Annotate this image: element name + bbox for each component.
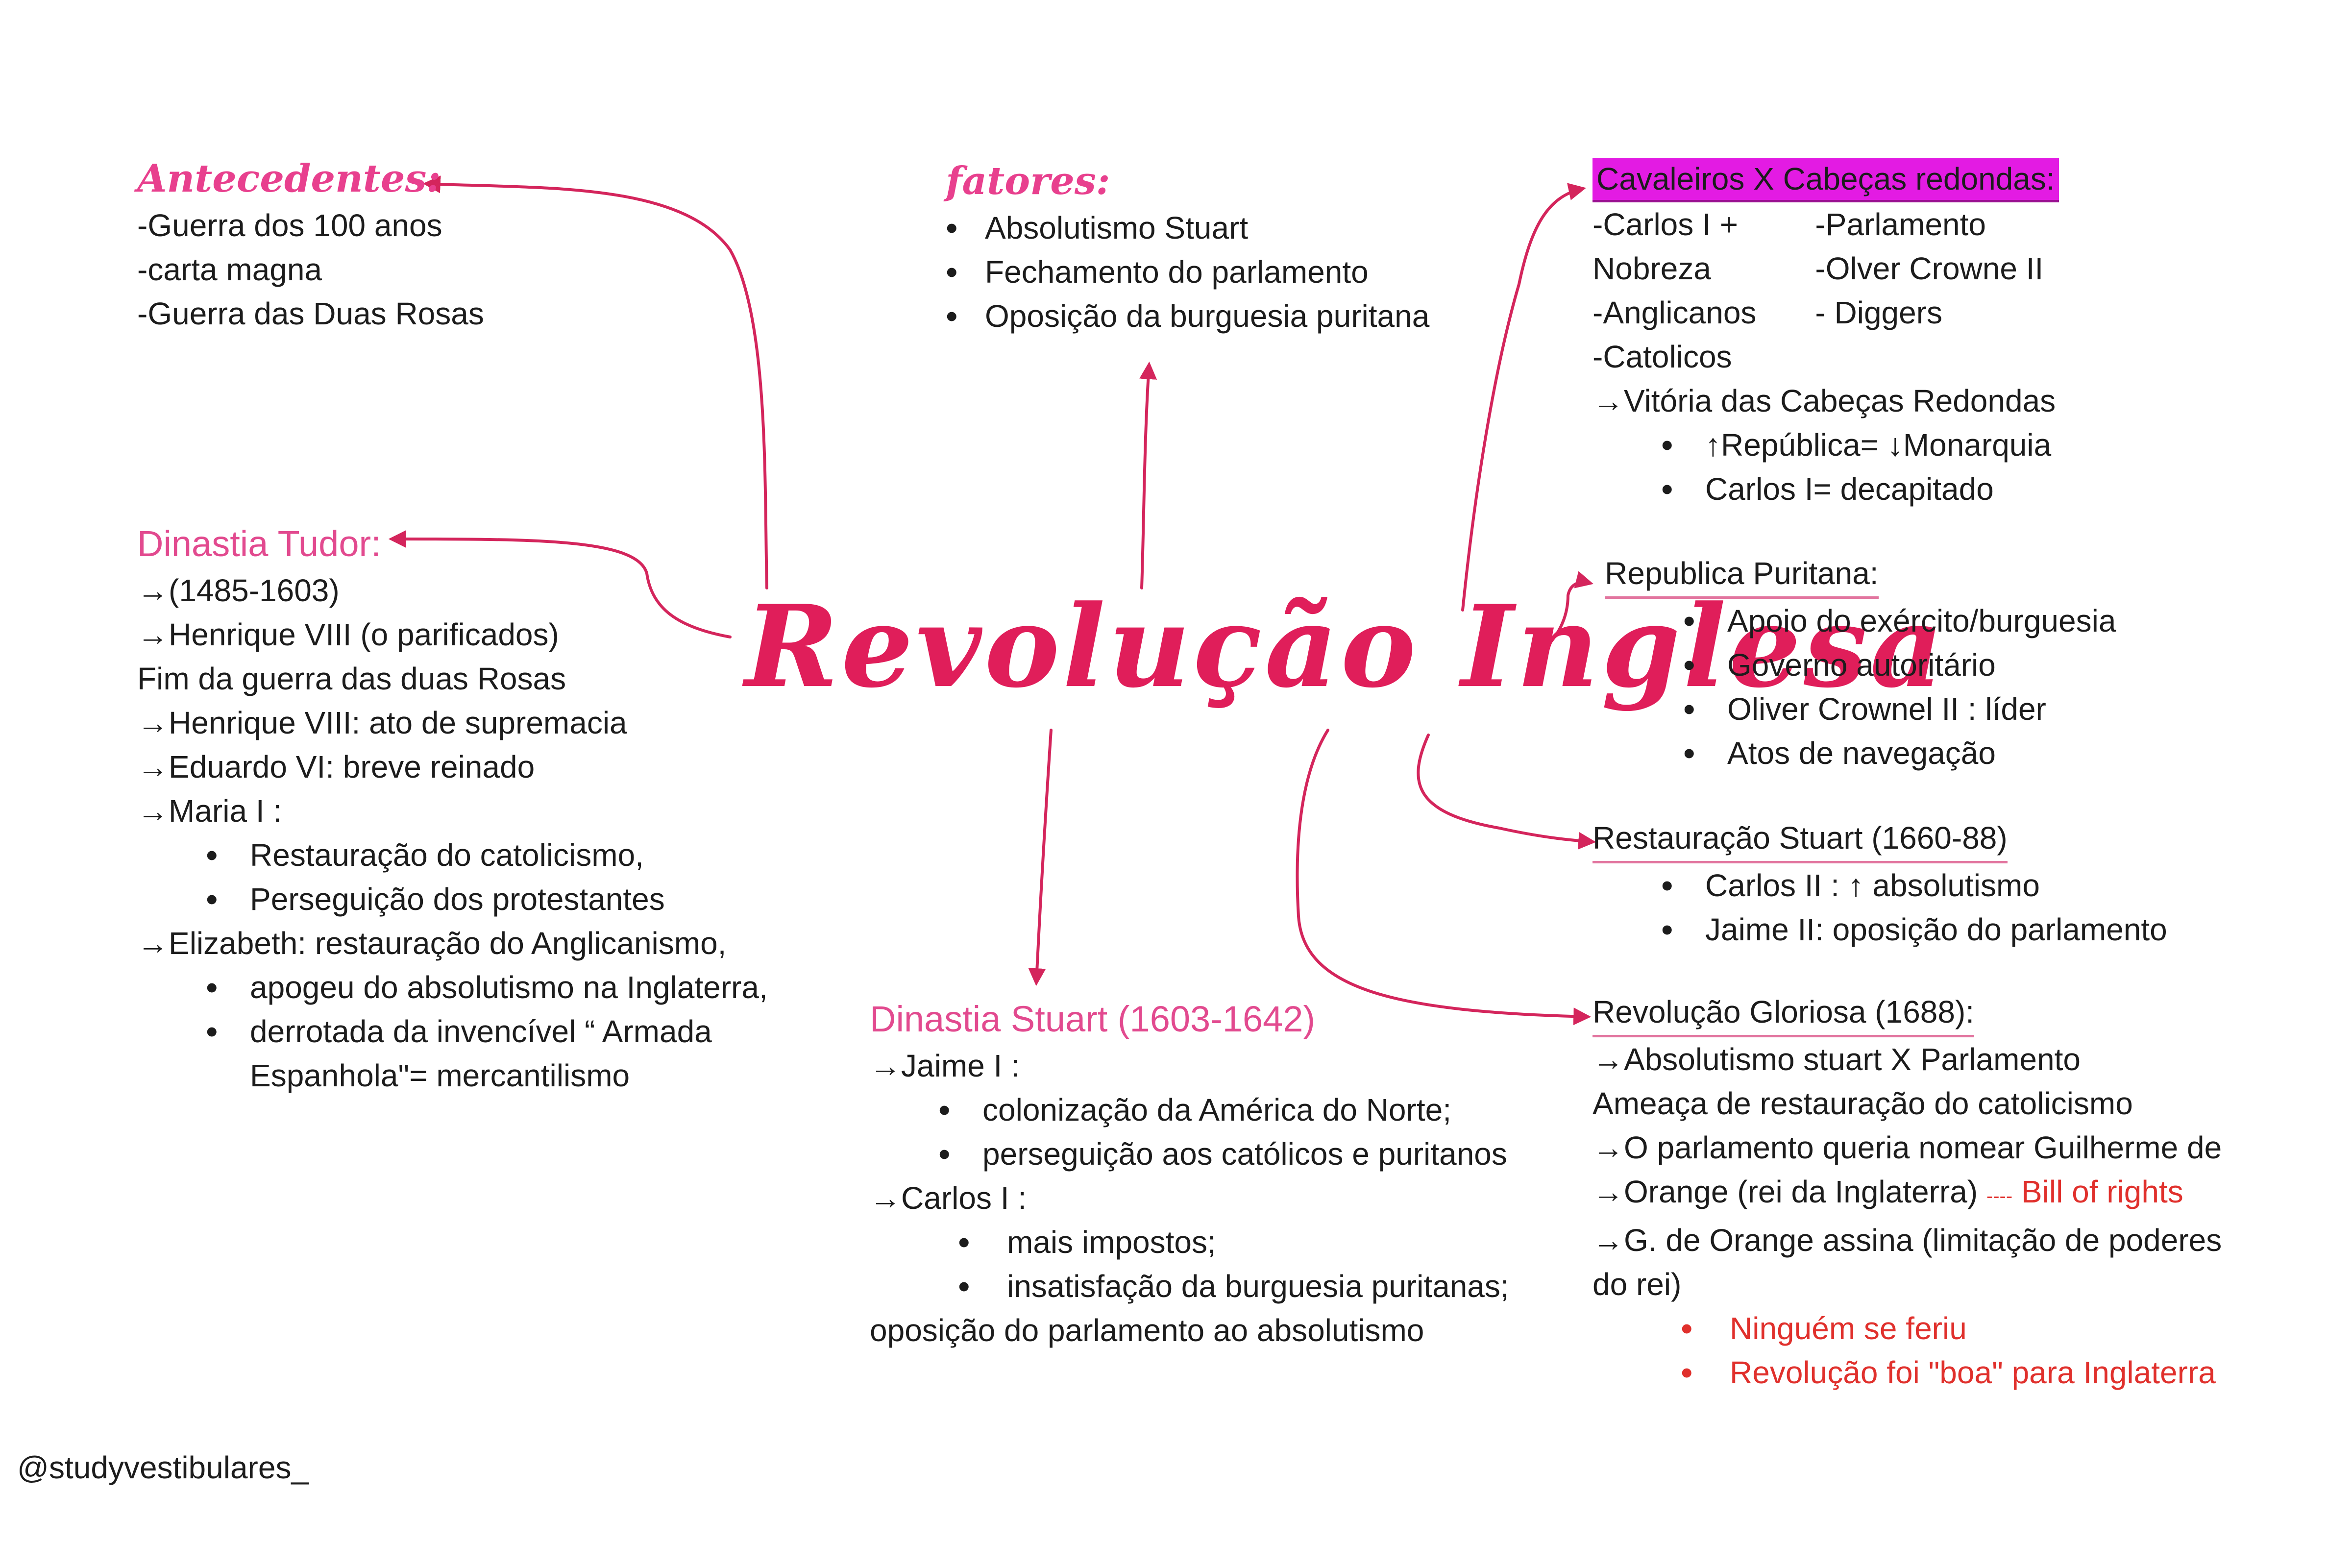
cavaleiros-columns: -Carlos I + Nobreza -Anglicanos -Catolic… <box>1592 202 2059 379</box>
tudor-maria-item: Restauração do catolicismo, <box>137 833 768 877</box>
cavaleiros-right-line: - Diggers <box>1815 295 1943 330</box>
central-title: Revolução Inglesa <box>745 581 1946 713</box>
republica-item: Oliver Crownel II : líder <box>1605 687 2116 731</box>
gloriosa-dash: ---- <box>1986 1185 2013 1207</box>
cavaleiros-left-line: -Catolicos <box>1592 339 1732 374</box>
gloriosa-red-item: Ninguém se feriu <box>1592 1306 2222 1350</box>
cavaleiros-result: →Vitória das Cabeças Redondas <box>1592 383 2056 418</box>
fatores-item: Fechamento do parlamento <box>931 250 1429 294</box>
fatores-item: Absolutismo Stuart <box>931 206 1429 250</box>
fatores-item: Oposição da burguesia puritana <box>931 294 1429 338</box>
antecedentes-line: -Guerra das Duas Rosas <box>137 296 484 331</box>
tudor-line: →Henrique VIII: ato de supremacia <box>137 705 627 740</box>
cavaleiros-title: Cavaleiros X Cabeças redondas: <box>1592 158 2059 202</box>
antecedentes-line: -carta magna <box>137 252 322 287</box>
stuart-jaime: →Jaime I : <box>870 1048 1020 1083</box>
cavaleiros-item: Carlos I= decapitado <box>1592 467 2059 511</box>
restauracao-item: Carlos II : ↑ absolutismo <box>1592 863 2167 907</box>
cavaleiros-right-line: -Parlamento <box>1815 207 1986 242</box>
cavaleiros-left-line: Nobreza <box>1592 251 1711 286</box>
stuart-title: Dinastia Stuart (1603-1642) <box>870 999 1316 1039</box>
tudor-elizabeth-cont: Espanhola"= mercantilismo <box>250 1058 630 1093</box>
gloriosa-title: Revolução Gloriosa (1688): <box>1592 990 1975 1037</box>
tudor-elizabeth: →Elizabeth: restauração do Anglicanismo, <box>137 926 727 961</box>
arrow-to-stuart <box>1028 729 1053 986</box>
gloriosa-line: →G. de Orange assina (limitação de poder… <box>1592 1223 2222 1258</box>
tudor-title: Dinastia Tudor: <box>137 523 381 564</box>
stuart-carlos: →Carlos I : <box>870 1180 1027 1216</box>
republica-title: Republica Puritana: <box>1605 551 1879 599</box>
gloriosa-red-item: Revolução foi "boa" para Inglaterra <box>1592 1350 2222 1395</box>
cavaleiros-left-line: -Carlos I + <box>1592 207 1738 242</box>
tudor-elizabeth-item: apogeu do absolutismo na Inglaterra, <box>137 965 768 1009</box>
stuart-jaime-item: perseguição aos católicos e puritanos <box>870 1132 1509 1176</box>
arrow-to-cavaleiros <box>1461 183 1587 612</box>
stuart-carlos-item: mais impostos; <box>870 1220 1509 1264</box>
tudor-line: →Eduardo VI: breve reinado <box>137 749 535 784</box>
arrow-to-restauracao <box>1417 734 1596 850</box>
tudor-maria-item: Perseguição dos protestantes <box>137 877 768 921</box>
bill-of-rights-label: Bill of rights <box>2021 1174 2183 1209</box>
cavaleiros-node: Cavaleiros X Cabeças redondas: -Carlos I… <box>1592 157 2059 511</box>
restauracao-title: Restauração Stuart (1660-88) <box>1592 816 2008 863</box>
stuart-node: Dinastia Stuart (1603-1642) →Jaime I : c… <box>870 995 1509 1352</box>
arrow-to-gloriosa <box>1296 729 1592 1026</box>
tudor-line: Fim da guerra das duas Rosas <box>137 661 566 696</box>
gloriosa-line: do rei) <box>1592 1267 1682 1302</box>
republica-node: Republica Puritana: Apoio do exército/bu… <box>1605 551 2116 775</box>
antecedentes-title: Antecedentes: <box>137 156 441 201</box>
gloriosa-line: →O parlamento queria nomear Guilherme de <box>1592 1130 2222 1165</box>
republica-item: Governo autoritário <box>1605 643 2116 687</box>
author-credit: @studyvestibulares_ <box>17 1450 309 1485</box>
stuart-carlos-item: insatisfação da burguesia puritanas; <box>870 1264 1509 1308</box>
restauracao-node: Restauração Stuart (1660-88) Carlos II :… <box>1592 816 2167 952</box>
gloriosa-line: Ameaça de restauração do catolicismo <box>1592 1086 2133 1121</box>
cavaleiros-item: ↑República= ↓Monarquia <box>1592 423 2059 467</box>
cavaleiros-right-line: -Olver Crowne II <box>1815 251 2044 286</box>
tudor-line: →Henrique VIII (o parificados) <box>137 617 559 652</box>
republica-item: Apoio do exército/burguesia <box>1605 599 2116 643</box>
stuart-jaime-item: colonização da América do Norte; <box>870 1088 1509 1132</box>
republica-item: Atos de navegação <box>1605 731 2116 775</box>
tudor-elizabeth-item: derrotada da invencível “ Armada <box>137 1009 768 1054</box>
fatores-node: fatores: Absolutismo Stuart Fechamento d… <box>931 157 1429 338</box>
arrow-to-fatores <box>1139 361 1157 589</box>
tudor-line: →Maria I : <box>137 793 282 829</box>
antecedentes-node: Antecedentes: -Guerra dos 100 anos -cart… <box>137 154 484 336</box>
gloriosa-node: Revolução Gloriosa (1688): →Absolutismo … <box>1592 990 2222 1395</box>
cavaleiros-right-column: -Parlamento -Olver Crowne II - Diggers <box>1815 202 2043 379</box>
gloriosa-orange-text: →Orange (rei da Inglaterra) <box>1592 1174 1978 1209</box>
tudor-node: Dinastia Tudor: →(1485-1603) →Henrique V… <box>137 519 768 1098</box>
cavaleiros-left-column: -Carlos I + Nobreza -Anglicanos -Catolic… <box>1592 202 1756 379</box>
restauracao-item: Jaime II: oposição do parlamento <box>1592 907 2167 952</box>
fatores-title: fatores: <box>946 159 1110 203</box>
tudor-line: →(1485-1603) <box>137 573 340 608</box>
gloriosa-line: →Absolutismo stuart X Parlamento <box>1592 1042 2081 1077</box>
stuart-closing: oposição do parlamento ao absolutismo <box>870 1313 1424 1348</box>
antecedentes-line: -Guerra dos 100 anos <box>137 208 442 243</box>
gloriosa-orange-line: →Orange (rei da Inglaterra) ---- Bill of… <box>1592 1170 2222 1218</box>
cavaleiros-left-line: -Anglicanos <box>1592 295 1757 330</box>
